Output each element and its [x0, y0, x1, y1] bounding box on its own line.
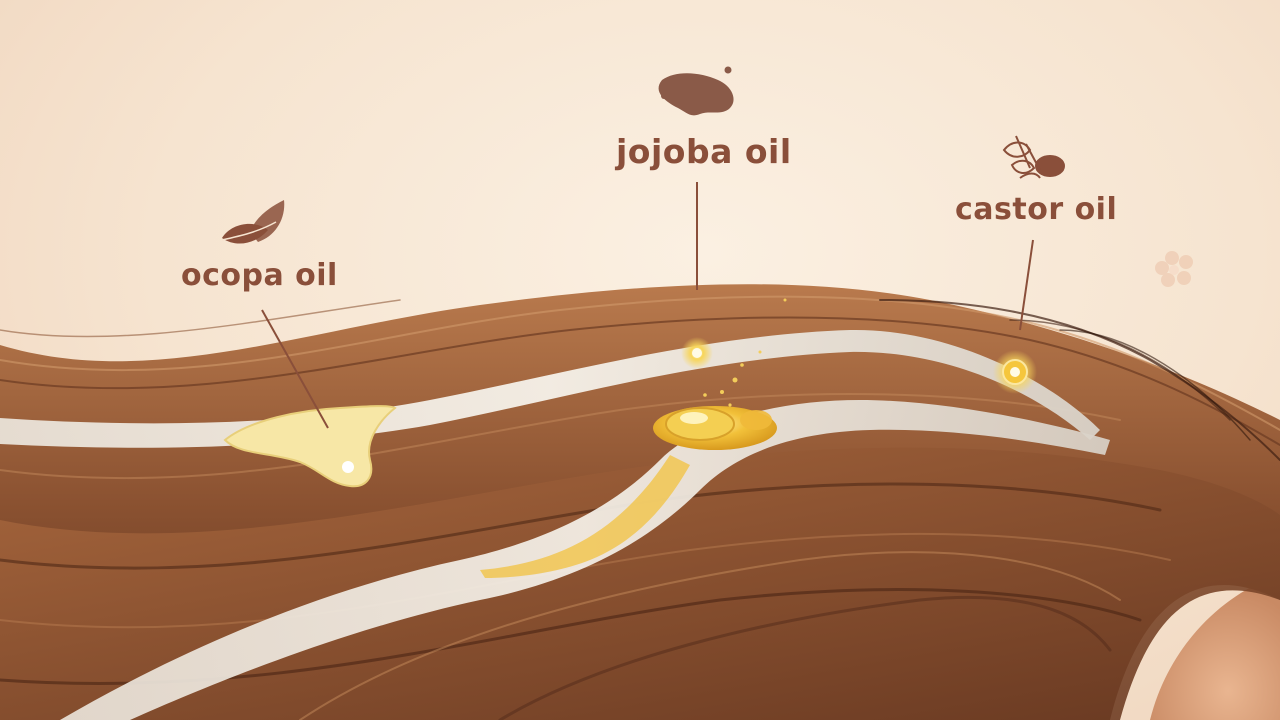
golden-oil-trail: [480, 455, 690, 578]
hair-strands: [0, 295, 1280, 720]
castor-glow-marker: [993, 350, 1037, 394]
castor-plant-icon: [1002, 135, 1065, 179]
flower-icon: [1155, 251, 1193, 287]
seed-drop-icon: [658, 66, 734, 116]
jojoba-glow-marker: [681, 337, 713, 369]
oil-streak-upper: [0, 329, 1100, 448]
ocopa-oil-drop: [223, 405, 397, 488]
ocopa-leader-line: [261, 309, 329, 429]
label-castor-oil: castor oil: [955, 192, 1118, 227]
jojoba-oil-blob: [653, 406, 777, 450]
sparkles: [703, 298, 787, 407]
label-ocopa-oil: ocopa oil: [181, 258, 338, 293]
hair-mass-lower: [0, 447, 1280, 720]
scalp-skin: [1150, 575, 1280, 720]
label-jojoba-oil: jojoba oil: [616, 132, 792, 171]
castor-leader-line: [1019, 239, 1034, 331]
leaf-icon: [221, 200, 285, 244]
